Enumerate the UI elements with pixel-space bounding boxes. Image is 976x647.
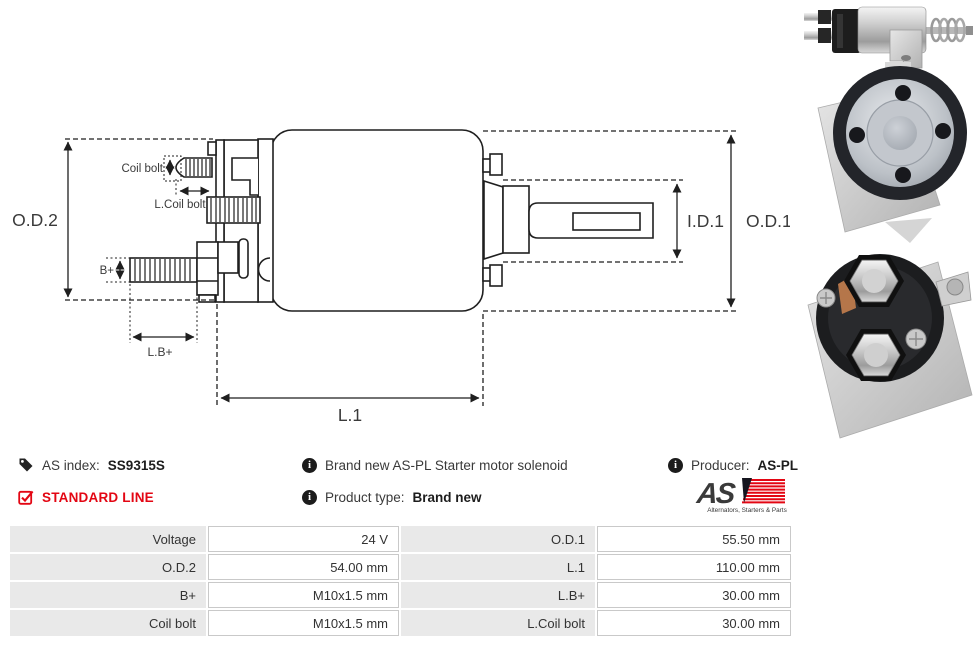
spec-label-cell: L.1 [401, 554, 595, 580]
logo-as-text: AS [695, 478, 738, 510]
product-type-label: Product type: [325, 490, 405, 505]
spec-label-cell: B+ [10, 582, 206, 608]
spec-value-cell: 24 V [208, 526, 399, 552]
plunger-boot [483, 179, 504, 261]
dim-label-coil-bolt: Coil bolt [121, 163, 163, 175]
spec-label-cell: Voltage [10, 526, 206, 552]
info-icon: i [668, 458, 683, 473]
logo-tagline: Alternators, Starters & Parts [707, 507, 787, 514]
dim-label-od2: O.D.2 [12, 210, 58, 230]
as-pl-logo: AS Alternators, Starters & Parts [694, 476, 795, 514]
spec-value-cell: 30.00 mm [597, 582, 791, 608]
standard-line-label: STANDARD LINE [42, 489, 154, 505]
as-index-label: AS index: [42, 457, 100, 473]
product-description: Brand new AS-PL Starter motor solenoid [325, 458, 568, 473]
photo-front-view [817, 62, 967, 233]
photo-side-view [804, 6, 973, 69]
info-icon: i [302, 458, 317, 473]
b-plus-hex-nut [196, 241, 219, 296]
tag-icon [18, 457, 34, 473]
solenoid-body-outline [270, 129, 484, 312]
plunger-slot [572, 212, 641, 231]
dim-label-b-plus: B+ [100, 265, 115, 277]
info-icon: i [302, 490, 317, 505]
as-index-line: AS index: SS9315S [18, 457, 165, 473]
spec-label-cell: L.Coil bolt [401, 610, 595, 636]
photo-rear-view [807, 218, 973, 439]
dim-label-od1: O.D.1 [746, 211, 790, 231]
b-plus-bolt-threads [129, 257, 198, 283]
product-type-line: i Product type: Brand new [302, 490, 482, 505]
spec-value-cell: 110.00 mm [597, 554, 791, 580]
spec-value-cell: 30.00 mm [597, 610, 791, 636]
product-type-value: Brand new [412, 490, 482, 505]
spec-label-cell: O.D.1 [401, 526, 595, 552]
technical-drawing: O.D.2 O.D.1 I.D.1 L.1 Coil bolt L.Coil b… [12, 129, 790, 425]
description-line: i Brand new AS-PL Starter motor solenoid [302, 458, 568, 473]
checkbox-checked-icon [18, 489, 34, 505]
spec-label-cell: L.B+ [401, 582, 595, 608]
producer-line: i Producer: AS-PL [668, 458, 798, 473]
spec-label-cell: O.D.2 [10, 554, 206, 580]
spec-label-cell: Coil bolt [10, 610, 206, 636]
producer-value: AS-PL [757, 458, 799, 473]
dim-label-id1: I.D.1 [687, 211, 724, 231]
product-photos [804, 6, 973, 439]
spec-value-cell: 54.00 mm [208, 554, 399, 580]
as-index-value: SS9315S [107, 457, 165, 473]
producer-label: Producer: [691, 458, 750, 473]
dim-label-l-b-plus: L.B+ [147, 345, 172, 359]
product-info-row: AS index: SS9315S STANDARD LINE i Brand … [0, 448, 976, 522]
spec-value-cell: M10x1.5 mm [208, 582, 399, 608]
dim-label-l-coil-bolt: L.Coil bolt [154, 199, 206, 211]
spec-value-cell: M10x1.5 mm [208, 610, 399, 636]
dim-label-l1: L.1 [338, 405, 362, 425]
logo-triangle [742, 478, 752, 503]
spec-table: Voltage 24 V O.D.1 55.50 mm O.D.2 54.00 … [10, 526, 791, 636]
standard-line: STANDARD LINE [18, 489, 154, 505]
spec-value-cell: 55.50 mm [597, 526, 791, 552]
